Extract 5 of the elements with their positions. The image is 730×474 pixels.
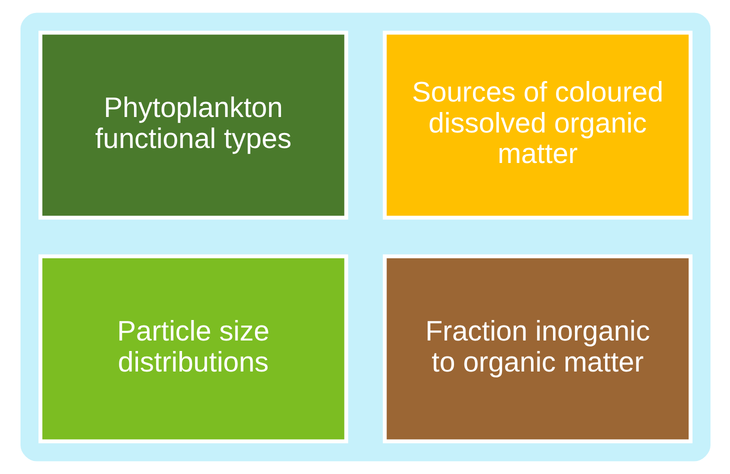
node-box: Sources of coloured dissolved organic matter	[382, 30, 692, 220]
node-box: Particle size distributions	[38, 254, 348, 444]
node-box: Fraction inorganic to organic matter	[382, 254, 692, 444]
node-box: Phytoplankton functional types	[38, 30, 348, 220]
cluster	[20, 12, 710, 462]
